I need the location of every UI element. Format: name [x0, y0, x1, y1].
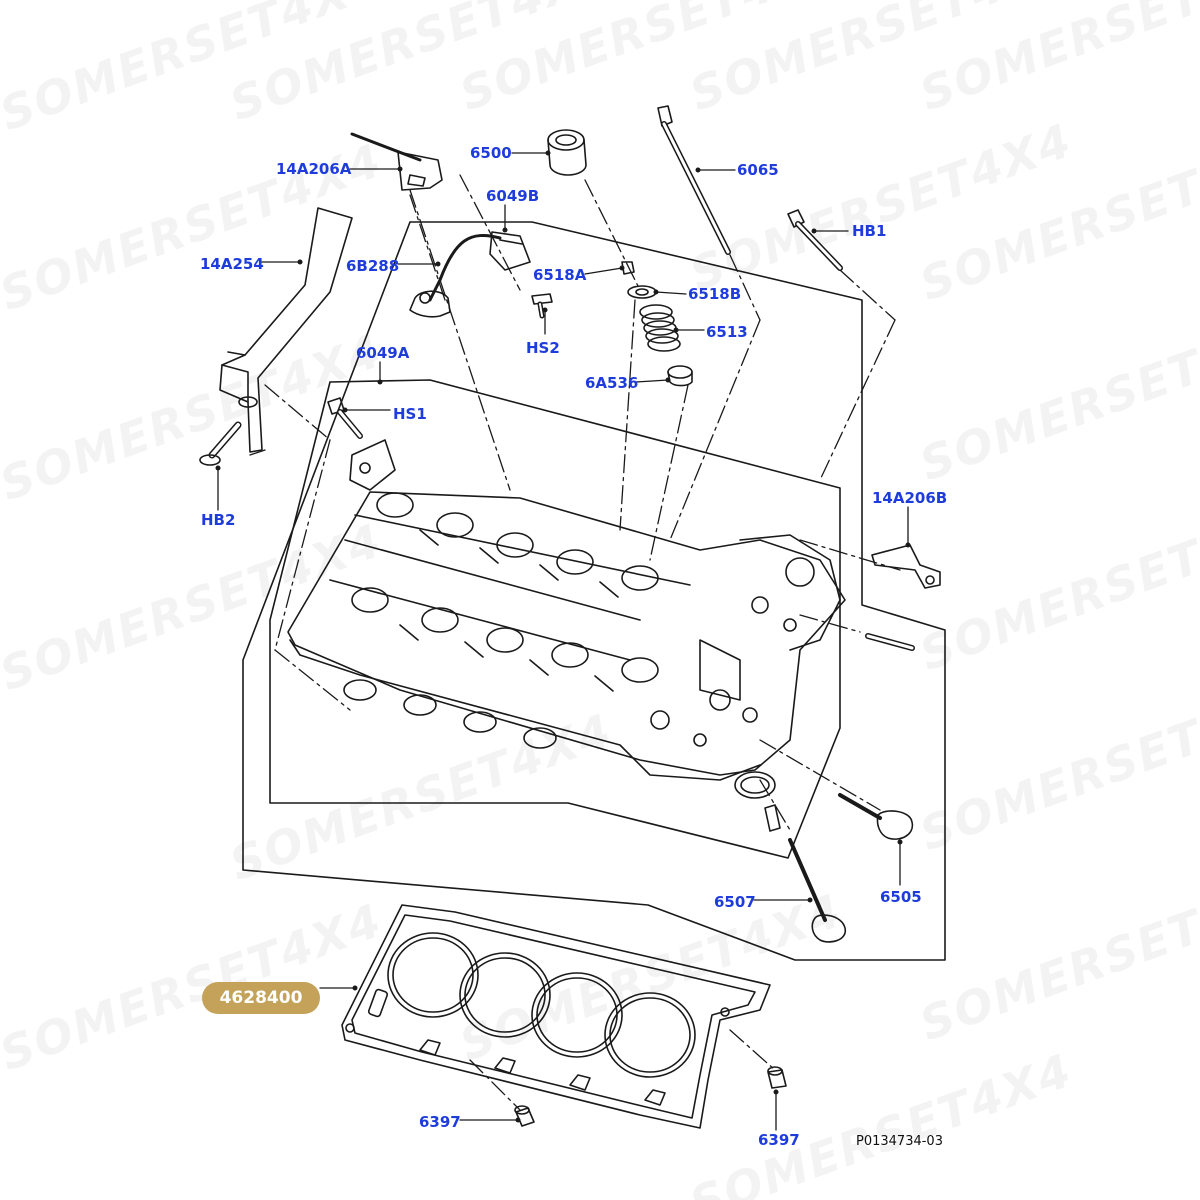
part-6397-dowel-right	[767, 1066, 787, 1089]
label-HS2[interactable]: HS2	[526, 339, 560, 357]
part-14A254-bracket	[219, 207, 353, 453]
dowel-pin	[865, 633, 915, 651]
label-6518B[interactable]: 6518B	[688, 285, 742, 303]
label-6518A[interactable]: 6518A	[533, 266, 587, 284]
label-6049B[interactable]: 6049B	[486, 187, 540, 205]
label-6065[interactable]: 6065	[737, 161, 779, 179]
leader-dots	[215, 150, 911, 1123]
label-6513[interactable]: 6513	[706, 323, 748, 341]
label-HB1[interactable]: HB1	[852, 222, 887, 240]
assembly-frames	[242, 221, 946, 961]
part-4628400-head-gasket	[341, 904, 771, 1129]
label-6049A[interactable]: 6049A	[356, 344, 410, 362]
label-6507[interactable]: 6507	[714, 893, 756, 911]
label-6B288[interactable]: 6B288	[346, 257, 400, 275]
guide-lines	[249, 174, 901, 1111]
part-6397-dowel-left	[514, 1105, 535, 1127]
label-14A206A[interactable]: 14A206A	[276, 160, 352, 178]
part-6505-valve	[838, 793, 914, 840]
reference-code: P0134734-03	[856, 1134, 943, 1149]
part-HB1-bolt	[787, 209, 843, 271]
label-HB2[interactable]: HB2	[201, 511, 236, 529]
part-14A206A-bracket	[350, 132, 443, 191]
part-6500-tappet	[547, 129, 587, 176]
part-6518B-retainer	[627, 285, 657, 299]
leader-lines	[217, 152, 909, 1131]
label-6397-left[interactable]: 6397	[419, 1113, 461, 1131]
cylinder-head	[287, 491, 846, 781]
part-6A536-seal	[667, 365, 693, 387]
label-14A206B[interactable]: 14A206B	[872, 489, 948, 507]
part-HB2-bolt	[199, 421, 242, 466]
label-6500[interactable]: 6500	[470, 144, 512, 162]
part-6507-valve	[788, 838, 846, 943]
part-6B288-sensor	[409, 231, 531, 318]
valve-seal-ring	[734, 771, 781, 832]
part-HS1-bolt	[327, 397, 363, 439]
part-HS2-bolt	[531, 293, 553, 319]
part-14A206B-bracket	[871, 544, 941, 589]
part-6513-spring	[639, 304, 681, 352]
label-14A254[interactable]: 14A254	[200, 255, 264, 273]
label-6A536[interactable]: 6A536	[585, 374, 639, 392]
part-6065-bolt	[657, 105, 731, 255]
label-6505[interactable]: 6505	[880, 888, 922, 906]
highlighted-part-badge[interactable]: 4628400	[202, 982, 320, 1014]
label-HS1[interactable]: HS1	[393, 405, 427, 423]
label-6397-right[interactable]: 6397	[758, 1131, 800, 1149]
cam-bearing-cap	[349, 439, 396, 491]
